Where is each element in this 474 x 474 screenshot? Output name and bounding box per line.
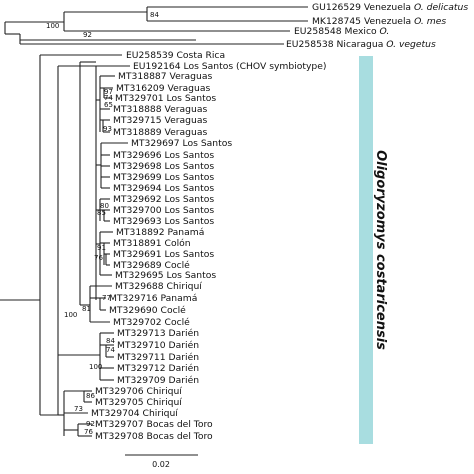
bootstrap-values: 84 100 92 97 74 65 93 80 85 91 76 81 77 … bbox=[46, 11, 159, 436]
tip-label: MT329709 Darién bbox=[117, 375, 199, 386]
outgroup-branches bbox=[4, 6, 308, 45]
tip-label: MT329710 Darién bbox=[117, 340, 199, 351]
outgroup-tip-eu258548: EU258548 Mexico O. bbox=[294, 26, 389, 37]
tip-label: MT329711 Darién bbox=[117, 352, 199, 363]
bootstrap-value: 80 bbox=[100, 202, 109, 210]
ingroup-branches bbox=[0, 54, 130, 437]
bootstrap-value: 76 bbox=[84, 428, 93, 436]
tip-label: MT318889 Veraguas bbox=[113, 127, 207, 138]
tip-label: MT329706 Chiriquí bbox=[95, 386, 182, 397]
bootstrap-value: 86 bbox=[86, 392, 95, 400]
clade-bar bbox=[359, 56, 373, 444]
tip-label: MT329702 Coclé bbox=[113, 317, 190, 328]
tip-label: EU258539 Costa Rica bbox=[126, 50, 225, 61]
clade-label: Oligoryzomys costaricensis bbox=[373, 150, 388, 350]
tip-label: MT318888 Veraguas bbox=[113, 104, 207, 115]
bootstrap-value: 77 bbox=[102, 294, 111, 302]
bootstrap-value: 97 bbox=[104, 88, 113, 96]
outgroup-labels: GU126529 Venezuela O. delicatus MK128745… bbox=[286, 2, 468, 50]
bootstrap-value: 91 bbox=[97, 244, 106, 252]
bootstrap-value: 81 bbox=[82, 305, 91, 313]
tip-label: MT329716 Panamá bbox=[109, 293, 197, 304]
tip-label: MT329698 Los Santos bbox=[113, 161, 214, 172]
tip-label: MT329692 Los Santos bbox=[113, 194, 214, 205]
tip-label: MT329695 Los Santos bbox=[115, 270, 216, 281]
bootstrap-value: 74 bbox=[106, 346, 115, 354]
tip-label: MT329704 Chiriquí bbox=[91, 408, 178, 419]
bootstrap-value: 100 bbox=[89, 363, 102, 371]
bootstrap-value: 92 bbox=[86, 420, 95, 428]
tip-label: MT318887 Veraguas bbox=[118, 71, 212, 82]
ingroup-tip-labels: EU258539 Costa Rica EU192164 Los Santos … bbox=[91, 50, 327, 442]
bootstrap-value: 84 bbox=[150, 11, 159, 19]
bootstrap-value: 93 bbox=[103, 125, 112, 133]
bootstrap-value: 100 bbox=[64, 311, 77, 319]
tip-label: MT329691 Los Santos bbox=[113, 249, 214, 260]
tip-label: MT329696 Los Santos bbox=[113, 150, 214, 161]
outgroup-tip-gu126529: GU126529 Venezuela O. delicatus bbox=[312, 2, 468, 13]
tip-label: MT329694 Los Santos bbox=[113, 183, 214, 194]
bootstrap-value: 92 bbox=[83, 31, 92, 39]
tip-label: MT329688 Chiriquí bbox=[115, 281, 202, 292]
tip-label: MT329707 Bocas del Toro bbox=[95, 419, 213, 430]
scale-bar-label: 0.02 bbox=[152, 460, 170, 469]
tip-label: MT329690 Coclé bbox=[109, 305, 186, 316]
tip-label: MT329701 Los Santos bbox=[115, 93, 216, 104]
tip-label: MT318892 Panamá bbox=[116, 227, 204, 238]
tip-label: EU192164 Los Santos (CHOV symbiotype) bbox=[133, 61, 327, 72]
tip-label: MT329699 Los Santos bbox=[113, 172, 214, 183]
outgroup-tip-mk128745: MK128745 Venezuela O. mes bbox=[312, 16, 446, 27]
bootstrap-value: 65 bbox=[104, 101, 113, 109]
bootstrap-value: 76 bbox=[94, 254, 103, 262]
tip-label: MT329693 Los Santos bbox=[113, 216, 214, 227]
tip-label: MT318891 Colón bbox=[113, 238, 191, 249]
bootstrap-value: 100 bbox=[46, 22, 59, 30]
bootstrap-value: 74 bbox=[104, 94, 113, 102]
outgroup-tip-eu258538: EU258538 Nicaragua O. vegetus bbox=[286, 39, 436, 50]
bootstrap-value: 85 bbox=[97, 209, 106, 217]
tip-label: MT316209 Veraguas bbox=[116, 83, 210, 94]
tip-label: MT329697 Los Santos bbox=[131, 138, 232, 149]
bootstrap-value: 73 bbox=[74, 405, 83, 413]
tip-label: MT329705 Chiriquí bbox=[95, 397, 182, 408]
tip-label: MT329689 Coclé bbox=[113, 260, 190, 271]
tip-label: MT329715 Veraguas bbox=[113, 115, 207, 126]
tip-label: MT329712 Darién bbox=[117, 363, 199, 374]
bootstrap-value: 84 bbox=[106, 337, 115, 345]
tip-label: MT329700 Los Santos bbox=[113, 205, 214, 216]
tip-label: MT329708 Bocas del Toro bbox=[95, 431, 213, 442]
tip-label: MT329713 Darién bbox=[117, 328, 199, 339]
